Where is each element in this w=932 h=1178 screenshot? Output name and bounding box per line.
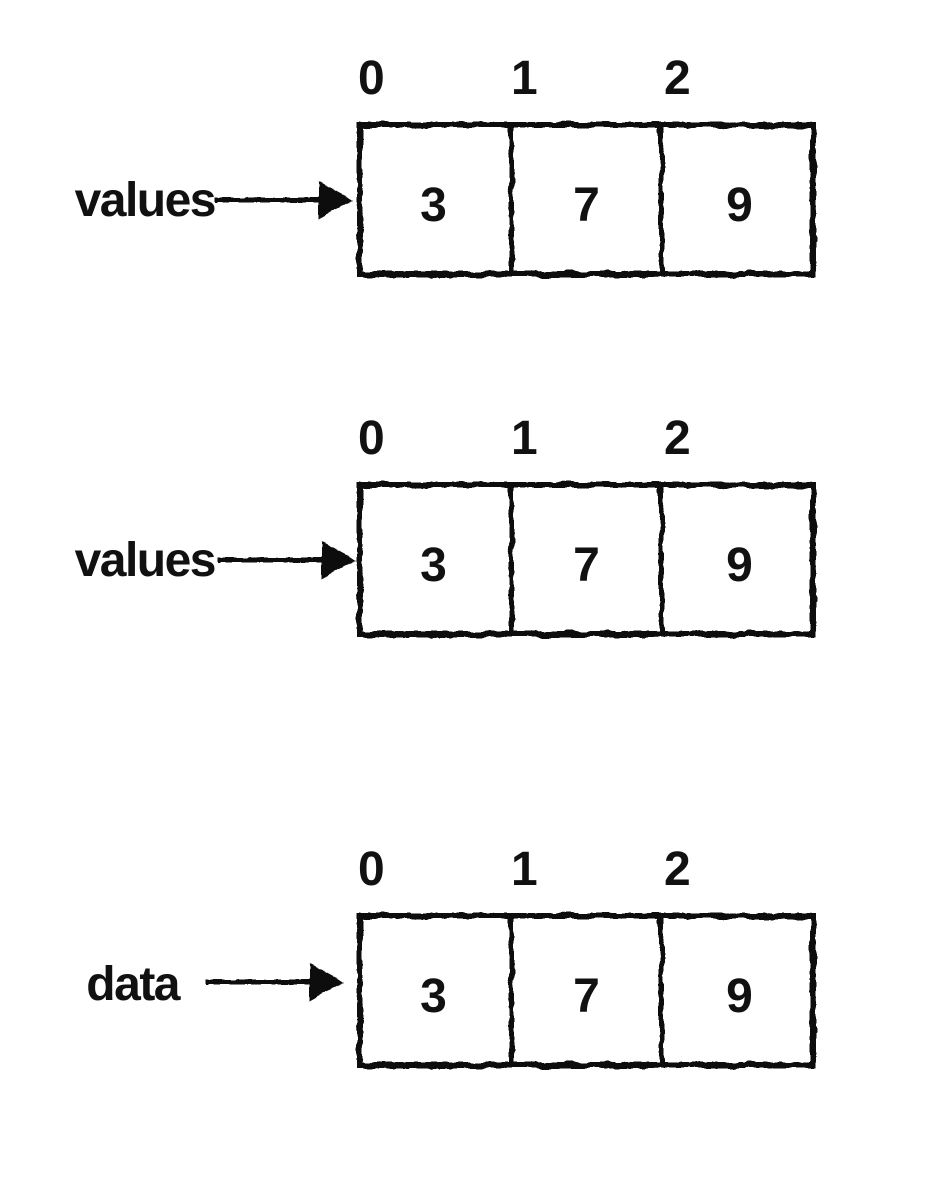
array-diagram-3: 0 1 2 data 3 7 9 <box>0 844 932 1084</box>
cell-values-row: 3 7 9 <box>357 128 816 283</box>
pointer-arrow-icon <box>215 181 353 219</box>
index-label: 1 <box>511 412 538 465</box>
index-label: 2 <box>664 52 691 105</box>
cell-value: 9 <box>726 179 753 232</box>
array-cell <box>659 128 810 271</box>
pointer-arrow-icon <box>218 541 356 579</box>
array-box <box>357 122 816 277</box>
array-name-label: data <box>86 958 180 1011</box>
arrow-head <box>309 963 344 1001</box>
cell-value: 3 <box>420 179 447 232</box>
cell-value: 7 <box>573 970 600 1023</box>
index-label: 0 <box>358 843 385 896</box>
index-label: 0 <box>358 52 385 105</box>
array-cell <box>659 919 810 1062</box>
array-diagram-2: 0 1 2 values 3 7 9 <box>0 413 932 653</box>
index-label: 2 <box>664 843 691 896</box>
cell-value: 7 <box>573 179 600 232</box>
index-row: 0 1 2 <box>357 844 816 896</box>
array-cell <box>508 488 660 631</box>
cell-value: 7 <box>573 539 600 592</box>
index-row: 0 1 2 <box>357 53 816 105</box>
array-name-label: values <box>74 174 217 227</box>
index-label: 2 <box>664 412 691 465</box>
index-label: 1 <box>511 843 538 896</box>
cell-values-row: 3 7 9 <box>357 919 816 1074</box>
arrow-head <box>321 541 356 579</box>
index-label: 0 <box>358 412 385 465</box>
cell-value: 9 <box>726 539 753 592</box>
array-cell <box>508 128 660 271</box>
array-box <box>357 482 816 637</box>
array-cell <box>508 919 660 1062</box>
cell-value: 3 <box>420 970 447 1023</box>
array-box <box>357 913 816 1068</box>
cell-value: 3 <box>420 539 447 592</box>
array-diagram-1: 0 1 2 values 3 7 9 <box>0 53 932 293</box>
index-label: 1 <box>511 52 538 105</box>
array-cell <box>659 488 810 631</box>
cell-value: 9 <box>726 970 753 1023</box>
array-name-label: values <box>74 534 217 587</box>
arrow-head <box>318 181 353 219</box>
cell-values-row: 3 7 9 <box>357 488 816 643</box>
pointer-arrow-icon <box>206 963 344 1001</box>
index-row: 0 1 2 <box>357 413 816 465</box>
